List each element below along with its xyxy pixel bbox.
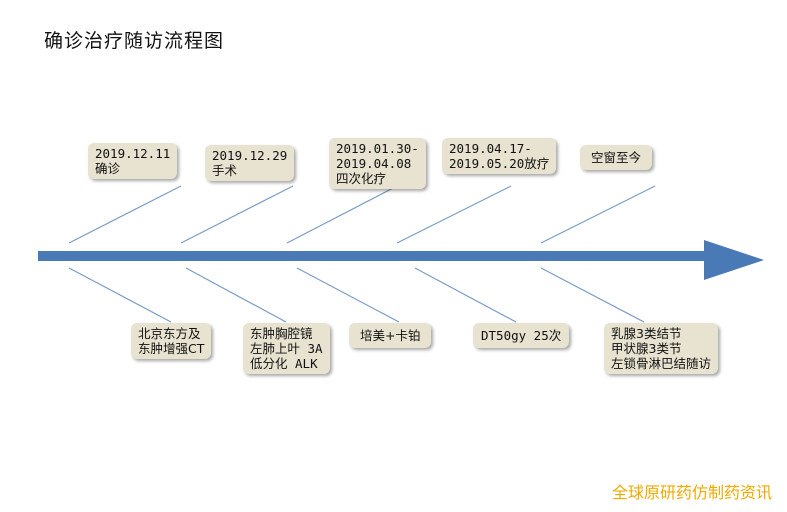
event-line: 左锁骨淋巴结随访 [611,356,712,371]
event-line: 甲状腺3类节 [611,341,682,356]
connector-top-5 [540,185,656,244]
event-line: 2019.05.20放疗 [449,156,550,171]
event-box-bottom-2: 东肿胸腔镜 左肺上叶 3A 低分化 ALK [243,323,330,374]
connector-top-2 [180,185,294,244]
event-line: 2019.04.17- [449,141,532,156]
event-line: 东肿胸腔镜 [250,326,313,341]
event-box-bottom-1: 北京东方及 东肿增强CT [131,323,212,359]
event-box-bottom-4: DT50gy 25次 [473,323,570,348]
event-line: 培美+卡铂 [360,328,421,343]
connector-bottom-2 [185,267,287,323]
timeline-arrow-head [704,240,764,280]
connector-bottom-1 [68,267,172,323]
event-box-bottom-5: 乳腺3类结节 甲状腺3类节 左锁骨淋巴结随访 [604,323,719,374]
connector-top-1 [68,185,182,244]
event-line: 2019.12.11 [95,146,171,161]
event-line: 2019.04.08 [336,156,412,171]
event-box-bottom-3: 培美+卡铂 [349,323,432,348]
event-line: 2019.01.30- [336,141,419,156]
event-line: 低分化 ALK [250,356,318,371]
event-line: 空窗至今 [591,150,642,165]
timeline-arrow-shaft [38,251,708,261]
event-line: 四次化疗 [336,171,387,186]
watermark-text: 全球原研药仿制药资讯 [611,483,772,502]
event-line: 确诊 [95,161,121,176]
event-line: 手术 [212,163,238,178]
connector-bottom-5 [540,267,645,323]
connector-top-4 [396,185,512,244]
connector-bottom-3 [296,267,400,323]
connector-bottom-4 [414,267,517,323]
event-line: 东肿增强CT [138,341,205,356]
event-line: DT50gy 25次 [481,328,562,343]
event-box-top-2: 2019.12.29 手术 [205,145,295,181]
event-line: 2019.12.29 [212,148,288,163]
diagram-title: 确诊治疗随访流程图 [44,30,225,52]
event-line: 左肺上叶 3A [250,341,323,356]
connector-top-3 [286,185,398,244]
event-box-top-5: 空窗至今 [580,145,653,170]
event-box-top-4: 2019.04.17- 2019.05.20放疗 [442,138,557,174]
event-line: 乳腺3类结节 [611,326,682,341]
event-line: 北京东方及 [138,326,201,341]
event-box-top-3: 2019.01.30- 2019.04.08 四次化疗 [329,138,426,189]
event-box-top-1: 2019.12.11 确诊 [88,143,178,179]
